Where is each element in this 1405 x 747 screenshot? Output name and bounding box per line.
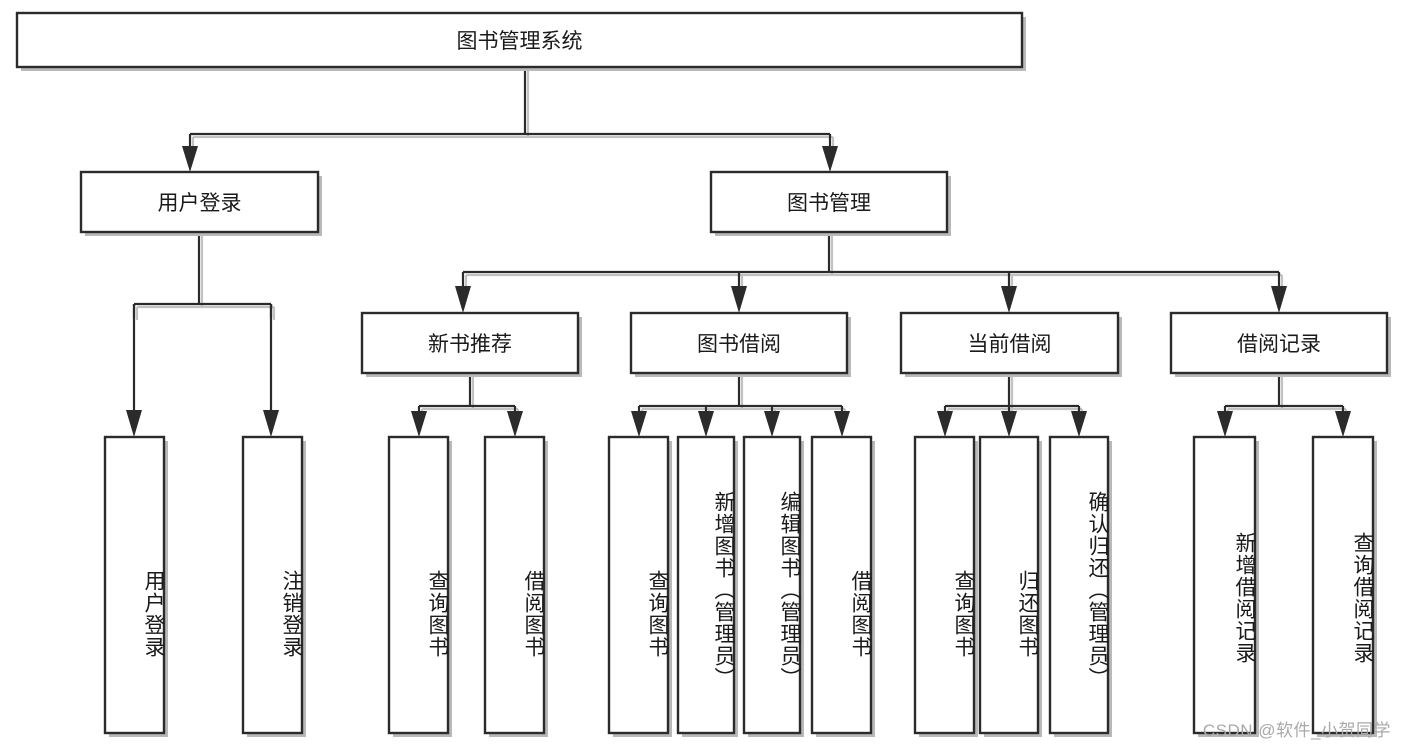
edge-newbook-to-leaves	[411, 373, 523, 437]
node-leaf-query-book-3[interactable]	[913, 435, 978, 737]
node-user-login[interactable]	[79, 170, 322, 236]
node-leaf-edit-book[interactable]	[742, 435, 804, 737]
node-leaf-borrow-book-1[interactable]	[483, 435, 548, 737]
node-leaf-logout[interactable]	[241, 435, 306, 737]
node-new-book-recommend[interactable]	[360, 311, 582, 377]
node-borrow-record[interactable]	[1169, 311, 1391, 377]
node-root[interactable]	[15, 11, 1026, 71]
edge-userlogin-to-leaves	[126, 232, 279, 437]
node-leaf-add-book[interactable]	[676, 435, 738, 737]
node-leaf-add-record[interactable]	[1192, 435, 1259, 737]
nodes-layer	[15, 11, 1391, 737]
edge-currentborrow-to-leaves	[937, 373, 1087, 437]
node-leaf-query-record[interactable]	[1311, 435, 1377, 737]
node-leaf-confirm-return[interactable]	[1048, 435, 1112, 737]
node-leaf-user-login[interactable]	[103, 435, 168, 737]
watermark-text: CSDN @软件_小贺同学	[1202, 721, 1391, 740]
node-book-management[interactable]	[709, 170, 951, 236]
node-leaf-query-book-1[interactable]	[387, 435, 452, 737]
node-leaf-query-book-2[interactable]	[607, 435, 672, 737]
node-book-borrow[interactable]	[629, 311, 851, 377]
node-leaf-borrow-book-2[interactable]	[810, 435, 875, 737]
edge-borrowrecord-to-leaves	[1217, 373, 1351, 437]
edges-layer	[126, 67, 1351, 437]
edge-bookborrow-to-leaves	[631, 373, 850, 437]
edge-bookmgmt-to-level2	[455, 232, 1287, 313]
edge-root-to-level1	[182, 67, 838, 172]
node-current-borrow[interactable]	[899, 311, 1122, 377]
node-leaf-return-book[interactable]	[978, 435, 1042, 737]
